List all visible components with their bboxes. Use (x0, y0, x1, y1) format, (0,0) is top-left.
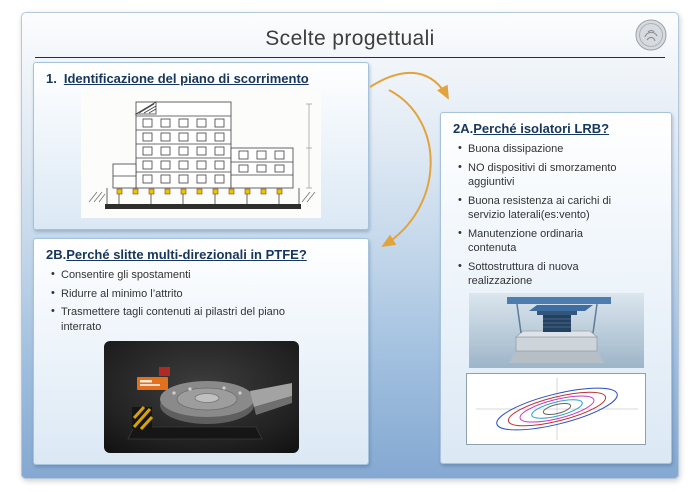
list-item: Ridurre al minimo l’attrito (50, 286, 326, 302)
presentation-slide: Scelte progettuali 1. Identificazione del… (21, 12, 679, 479)
list-item: Manutenzione ordinaria contenuta (457, 226, 617, 256)
box2b-image-wrap (34, 341, 368, 454)
lrb-isolator-render (468, 292, 644, 368)
box2b-heading: 2B.Perché slitte multi-direzionali in PT… (34, 239, 368, 264)
arrow-to-box2b (381, 89, 432, 248)
hysteresis-loops-chart (466, 372, 646, 445)
box2b-heading-text: Perché slitte multi-direzionali in PTFE? (66, 247, 307, 262)
box-isolatori-lrb: 2A.Perché isolatori LRB? Buona dissipazi… (440, 112, 672, 464)
title-divider (35, 57, 665, 58)
box2a-number: 2A. (453, 121, 474, 136)
box2a-bullet-list: Buona dissipazione NO dispositivi di smo… (441, 138, 671, 289)
page-title: Scelte progettuali (265, 27, 435, 50)
list-item: Buona resistenza ai carichi di servizio … (457, 193, 617, 223)
box1-image-wrap (34, 90, 368, 218)
list-item: Trasmettere tagli contenuti ai pilastri … (50, 304, 326, 334)
arrow-to-box2a (369, 71, 449, 100)
box2a-heading-text: Perché isolatori LRB? (473, 121, 610, 136)
list-item: Buona dissipazione (457, 141, 617, 157)
building-section-drawing (81, 90, 321, 218)
box1-heading: 1. Identificazione del piano di scorrimen… (34, 63, 368, 88)
box1-heading-text: Identificazione del piano di scorrimento (63, 71, 309, 86)
list-item: Consentire gli spostamenti (50, 267, 326, 283)
box2b-number: 2B. (46, 247, 67, 262)
box2b-bullet-list: Consentire gli spostamenti Ridurre al mi… (34, 264, 368, 334)
box2a-image-wrap-bottom (441, 372, 671, 445)
list-item: Sottostruttura di nuova realizzazione (457, 259, 617, 289)
box-identificazione-piano: 1. Identificazione del piano di scorrimen… (33, 62, 369, 230)
list-item: NO dispositivi di smorzamento aggiuntivi (457, 160, 617, 190)
ptfe-slider-render (103, 341, 299, 454)
box2a-heading: 2A.Perché isolatori LRB? (441, 113, 671, 138)
box-slitte-ptfe: 2B.Perché slitte multi-direzionali in PT… (33, 238, 369, 465)
box1-number: 1. (46, 71, 57, 86)
box2a-image-wrap-top (441, 292, 671, 368)
university-seal-logo-icon (635, 19, 667, 51)
